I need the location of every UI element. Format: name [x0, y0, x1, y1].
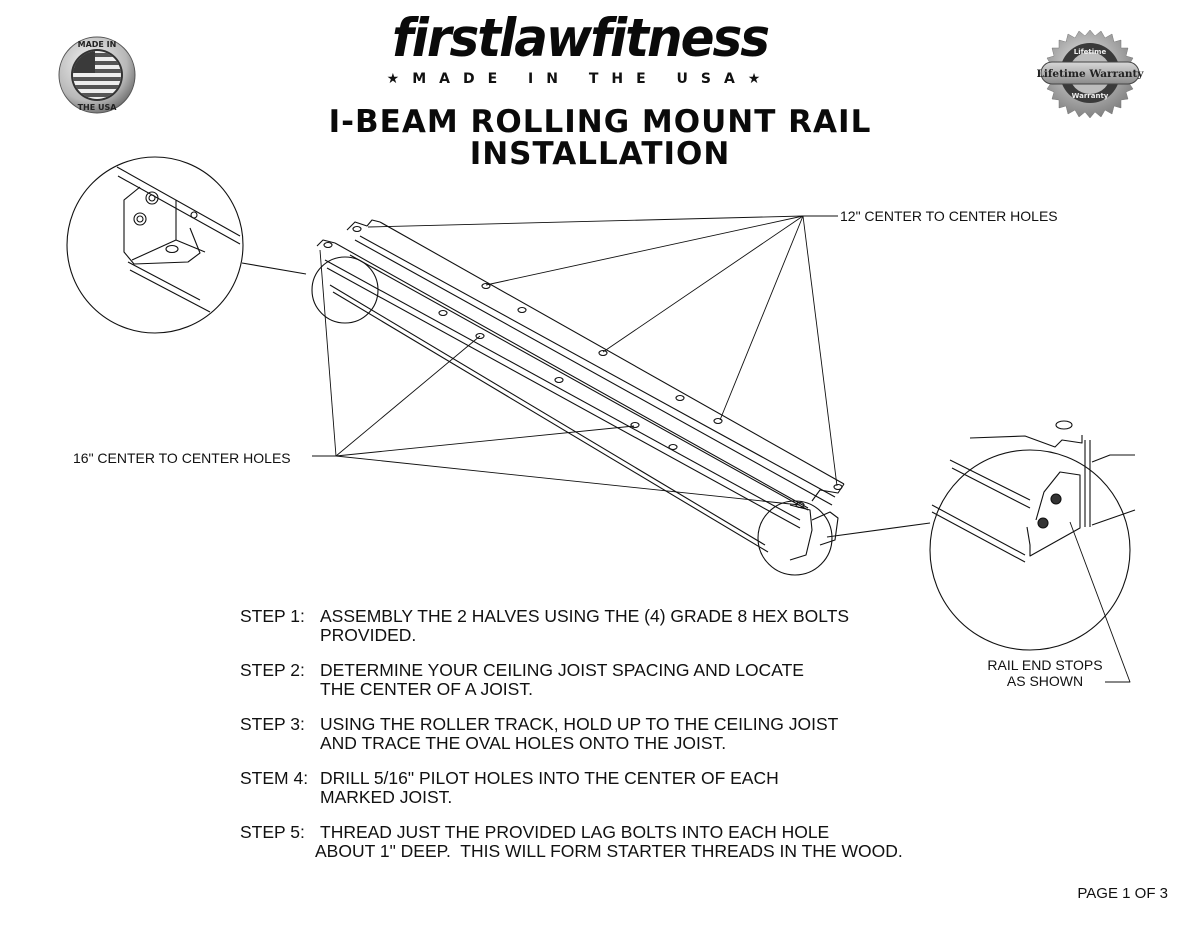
svg-text:Lifetime Warranty: Lifetime Warranty [1037, 68, 1145, 80]
callout-16in-holes: 16" CENTER TO CENTER HOLES [73, 450, 291, 466]
step-text: THREAD JUST THE PROVIDED LAG BOLTS INTO … [320, 822, 830, 842]
callout-rail-end-stops: RAIL END STOPS AS SHOWN [960, 657, 1130, 689]
step-text-continued: ABOUT 1" DEEP. THIS WILL FORM STARTER TH… [315, 841, 903, 861]
step-2: STEP 2: DETERMINE YOUR CEILING JOIST SPAC… [240, 661, 903, 699]
svg-text:Warranty: Warranty [1072, 92, 1109, 100]
step-3: STEP 3: USING THE ROLLER TRACK, HOLD UP T… [240, 715, 903, 753]
step-1: STEP 1: ASSEMBLY THE 2 HALVES USING THE (… [240, 607, 903, 645]
step-label: STEP 3: [240, 714, 305, 734]
step-label: STEP 1: [240, 606, 305, 626]
step-text: DETERMINE YOUR CEILING JOIST SPACING AND… [320, 660, 804, 680]
step-5: STEP 5: THREAD JUST THE PROVIDED LAG BOLT… [240, 823, 903, 861]
page-title-line-2: INSTALLATION [469, 136, 731, 172]
step-text: DRILL 5/16" PILOT HOLES INTO THE CENTER … [320, 768, 779, 788]
page-number: PAGE 1 OF 3 [1077, 885, 1168, 902]
installation-steps: STEP 1: ASSEMBLY THE 2 HALVES USING THE (… [240, 607, 903, 877]
step-text: USING THE ROLLER TRACK, HOLD UP TO THE C… [320, 714, 839, 734]
step-4: STEM 4: DRILL 5/16" PILOT HOLES INTO THE … [240, 769, 903, 807]
svg-text:Lifetime: Lifetime [1074, 48, 1107, 56]
step-text-continued: AND TRACE THE OVAL HOLES ONTO THE JOIST. [320, 733, 727, 753]
callout-rail-end-stops-line-1: RAIL END STOPS [987, 657, 1103, 673]
step-label: STEP 5: [240, 822, 305, 842]
leader-lines-16in [312, 249, 801, 506]
us-flag-seal-icon: MADE IN THE USA [58, 36, 136, 114]
step-label: STEM 4: [240, 768, 309, 788]
callout-12in-holes: 12" CENTER TO CENTER HOLES [840, 208, 1058, 224]
brand-tagline: ★MADE IN THE USA★ [386, 71, 774, 87]
detail-circle-left [66, 156, 244, 334]
left-detail-bracket [116, 166, 241, 313]
step-text-continued: PROVIDED. [320, 625, 417, 645]
step-label: STEP 2: [240, 660, 305, 680]
brand-logo: firstlawfitness [391, 7, 770, 69]
svg-text:THE USA: THE USA [78, 103, 118, 112]
svg-text:MADE IN: MADE IN [78, 40, 117, 49]
step-text-continued: MARKED JOIST. [320, 787, 453, 807]
rail-body [316, 219, 845, 561]
made-in-usa-badge: MADE IN THE USA [57, 35, 137, 115]
leader-lines-12in [367, 215, 838, 487]
page-title-line-1: I-BEAM ROLLING MOUNT RAIL [328, 104, 872, 140]
right-detail-bracket [931, 420, 1136, 563]
detail-circle-right [929, 449, 1131, 651]
step-text: ASSEMBLY THE 2 HALVES USING THE (4) GRAD… [320, 606, 850, 626]
lifetime-warranty-badge: Lifetime Warranty Lifetime Warranty [1035, 28, 1145, 118]
step-text-continued: THE CENTER OF A JOIST. [320, 679, 533, 699]
callout-rail-end-stops-line-2: AS SHOWN [1006, 673, 1084, 689]
warranty-seal-icon: Lifetime Warranty Lifetime Warranty [1037, 29, 1145, 118]
